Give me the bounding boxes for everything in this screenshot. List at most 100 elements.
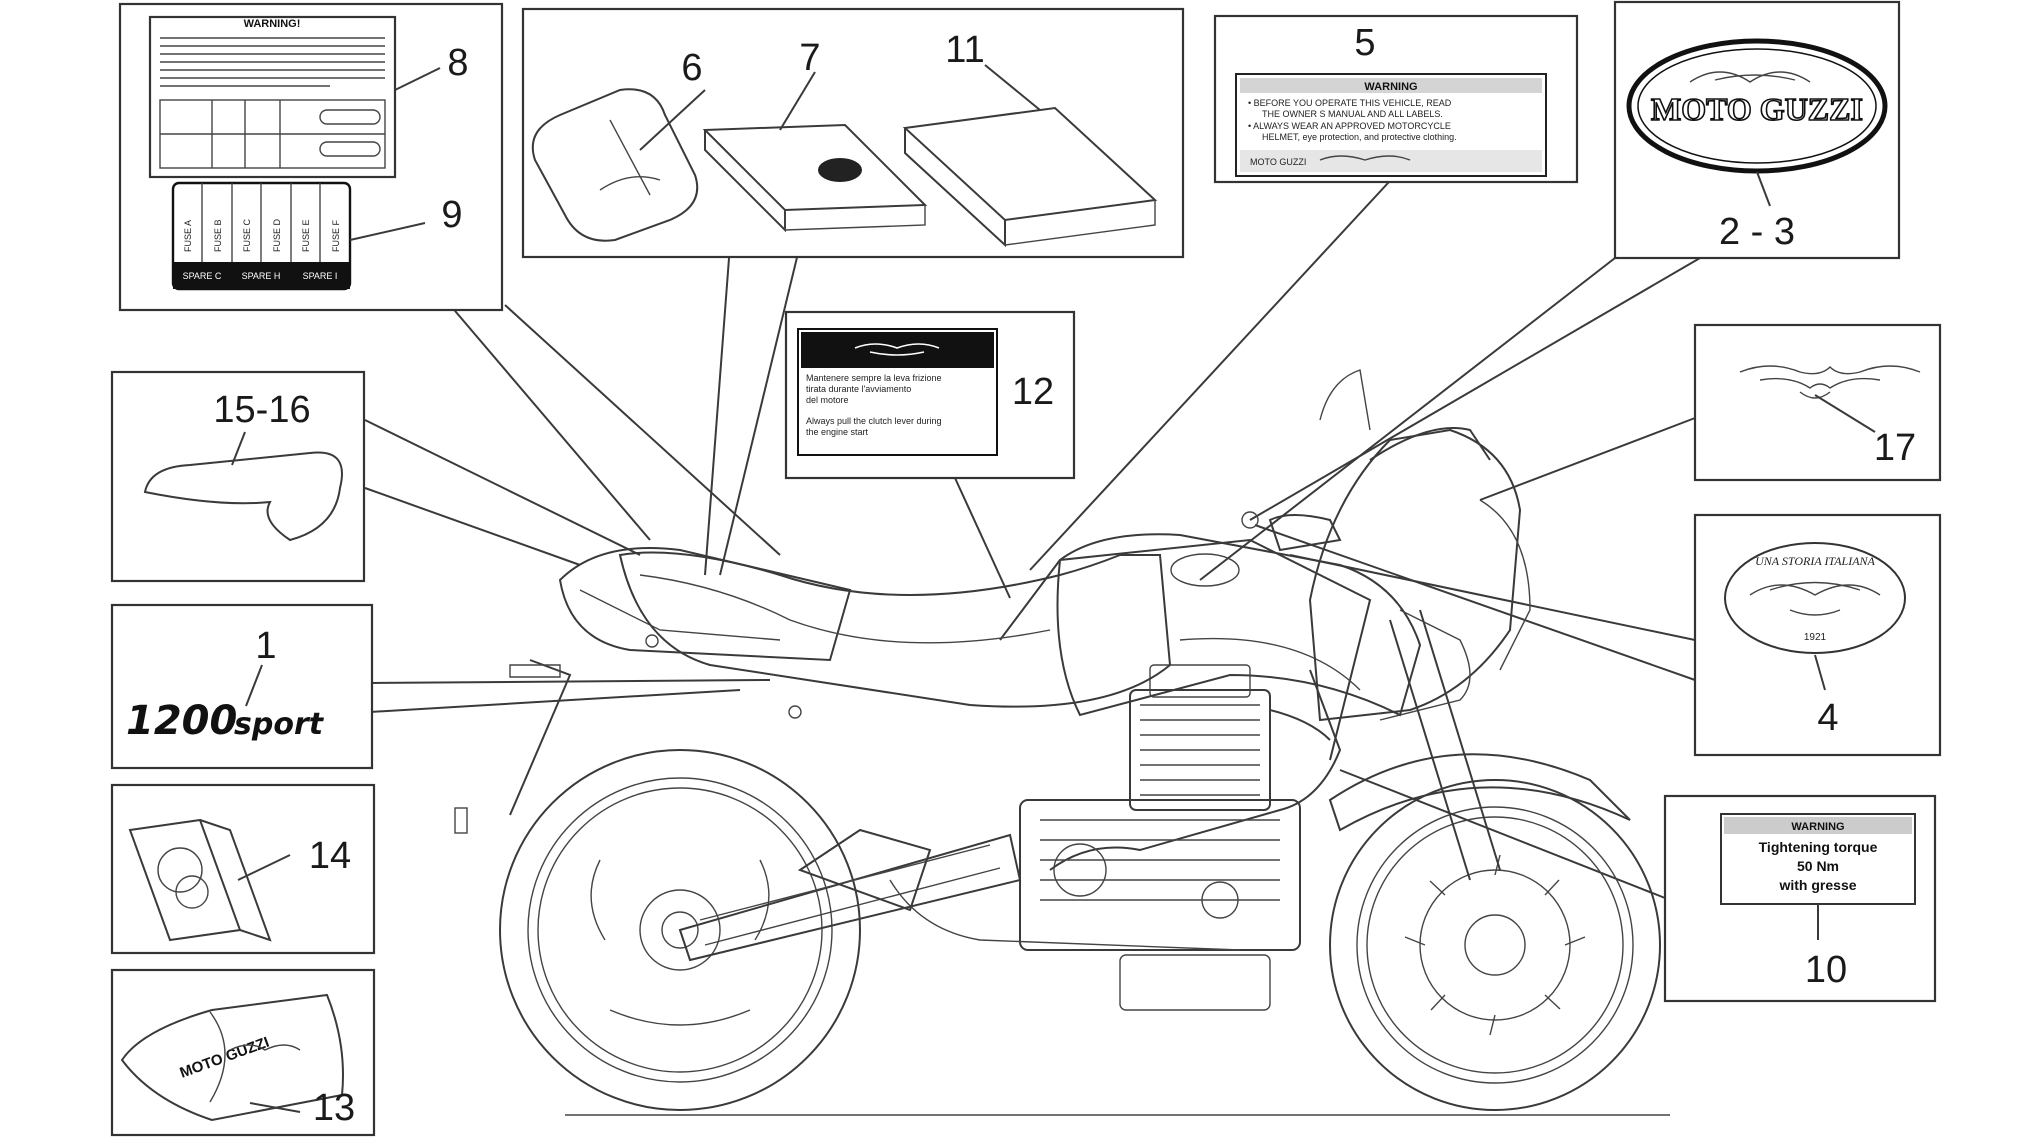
box-logo-1: 1 1200 sport bbox=[110, 603, 374, 770]
frame-tube-1 bbox=[1049, 669, 1342, 871]
fuse-f: FUSE F bbox=[331, 219, 341, 252]
rear-footpeg-bracket bbox=[797, 828, 932, 912]
leader-4b bbox=[1254, 524, 1696, 681]
leader-10 bbox=[1339, 769, 1666, 899]
emblem-4-sub: 1921 bbox=[1804, 632, 1827, 643]
label-5-head-bar bbox=[1240, 78, 1542, 93]
logo-1200-word: sport bbox=[234, 707, 325, 742]
tail-cowl bbox=[558, 547, 852, 662]
label-12-it-1: Mantenere sempre la leva frizione bbox=[806, 373, 942, 383]
fuse-d: FUSE D bbox=[272, 218, 282, 252]
leader-2-3b bbox=[1249, 257, 1701, 521]
leader-2-3a bbox=[1199, 257, 1616, 581]
box-sticker-15-16: 15-16 bbox=[110, 370, 366, 583]
callout-5: 5 bbox=[1354, 22, 1375, 64]
label-8-warning bbox=[148, 15, 397, 179]
label-10-line-2: 50 Nm bbox=[1797, 858, 1839, 874]
oval-brand-text: MOTO GUZZI bbox=[1651, 91, 1863, 127]
callout-11: 11 bbox=[945, 29, 984, 71]
swingarm bbox=[678, 833, 1022, 962]
leader-6 bbox=[704, 244, 731, 576]
callout-13: 13 bbox=[313, 1087, 355, 1129]
bag-13-shape bbox=[120, 993, 344, 1122]
leader-8 bbox=[504, 304, 781, 556]
spare-h: SPARE H bbox=[242, 271, 281, 281]
box-bag-13: MOTO GUZZI 13 bbox=[110, 968, 376, 1137]
callout-4: 4 bbox=[1817, 697, 1838, 739]
box-emblem-4: UNA STORIA ITALIANA 1921 4 bbox=[1693, 513, 1942, 757]
frame-eagle-17 bbox=[1693, 323, 1942, 482]
front-fork bbox=[1389, 609, 1501, 881]
box-eagle-17: 17 bbox=[1693, 323, 1942, 482]
front-wheel bbox=[1329, 779, 1661, 1111]
callout-17: 17 bbox=[1874, 427, 1916, 469]
fuse-spare-bar bbox=[173, 262, 350, 289]
callout-12: 12 bbox=[1012, 371, 1054, 413]
callout-6: 6 bbox=[681, 47, 702, 89]
label-10-line-1: Tightening torque bbox=[1759, 839, 1878, 855]
label-5-head: WARNING bbox=[1364, 81, 1417, 93]
callout-1: 1 bbox=[255, 625, 276, 667]
box-label-8-9: WARNING! 8 FUSE A FUSE B FUSE C FUSE D F… bbox=[118, 2, 504, 312]
frame-bag-13 bbox=[110, 968, 376, 1137]
label-5-brand: MOTO GUZZI bbox=[1250, 157, 1306, 167]
label-12-en-2: the engine start bbox=[806, 427, 869, 437]
spare-c: SPARE C bbox=[183, 271, 222, 281]
fuse-e: FUSE E bbox=[301, 219, 311, 252]
leader-5 bbox=[1029, 169, 1401, 571]
leader-1b bbox=[369, 689, 741, 713]
fuse-labels: FUSE A FUSE B FUSE C FUSE D FUSE E FUSE … bbox=[183, 218, 341, 281]
box-docs-6-7-11: 6 7 11 bbox=[521, 7, 1185, 259]
engine-block bbox=[1019, 664, 1301, 1011]
eagle-icon bbox=[1689, 71, 1811, 83]
fuel-tank bbox=[1056, 533, 1422, 717]
leader-9 bbox=[449, 304, 651, 541]
logo-1200-digits: 1200 bbox=[126, 698, 237, 744]
emblem-4-eagle-icon bbox=[1749, 581, 1881, 616]
label-5-line-2: THE OWNER S MANUAL AND ALL LABELS. bbox=[1262, 109, 1443, 119]
fuse-c: FUSE C bbox=[242, 218, 252, 252]
frame-kit-14 bbox=[110, 783, 376, 955]
box-label-12: Mantenere sempre la leva frizione tirata… bbox=[784, 310, 1076, 480]
handlebar-grip bbox=[1268, 514, 1342, 552]
bag-13-eagle-icon bbox=[229, 1044, 301, 1051]
callout-15-16: 15-16 bbox=[213, 389, 310, 431]
label-8-head: WARNING! bbox=[244, 18, 301, 30]
label-12-it-2: tirata durante l'avviamento bbox=[806, 384, 911, 394]
box-warning-10: WARNING Tightening torque 50 Nm with gre… bbox=[1663, 794, 1937, 1003]
number-plate-hanger bbox=[509, 659, 572, 816]
emblem-4-oval bbox=[1724, 542, 1906, 654]
leader-17 bbox=[1479, 417, 1696, 501]
fuse-a: FUSE A bbox=[183, 220, 193, 252]
callout-10: 10 bbox=[1805, 949, 1847, 991]
leader-15-16 bbox=[364, 419, 641, 556]
front-mudguard bbox=[1328, 753, 1631, 832]
manual-7-cover-image bbox=[818, 158, 862, 182]
rear-wheel bbox=[499, 749, 861, 1111]
seat-sticker-shape bbox=[143, 451, 343, 542]
spare-i: SPARE I bbox=[303, 271, 338, 281]
tank-badge-area bbox=[1170, 553, 1240, 587]
leader-4a bbox=[1289, 554, 1696, 641]
frame-docs bbox=[521, 7, 1185, 259]
tool-pouch-6 bbox=[531, 88, 699, 242]
callout-7: 7 bbox=[799, 37, 820, 79]
label-10-line-3: with gresse bbox=[1778, 877, 1856, 893]
box-warning-5: 5 WARNING • BEFORE YOU OPERATE THIS VEHI… bbox=[1213, 14, 1579, 184]
box-kit-14: 14 bbox=[110, 783, 376, 955]
mirror bbox=[1319, 369, 1371, 431]
label-12-head-bar bbox=[801, 332, 994, 368]
eagle-mini-icon bbox=[1319, 155, 1411, 161]
eagle-17-icon bbox=[1739, 365, 1921, 399]
motorcycle-drawing bbox=[454, 369, 1670, 1116]
label-10-head: WARNING bbox=[1791, 821, 1844, 833]
label-5-line-3: • ALWAYS WEAR AN APPROVED MOTORCYCLE bbox=[1248, 121, 1451, 131]
leader-15-16b bbox=[364, 487, 581, 566]
windscreen bbox=[1369, 427, 1491, 461]
eagle-white-icon bbox=[854, 343, 940, 356]
label-5-line-1: • BEFORE YOU OPERATE THIS VEHICLE, READ bbox=[1248, 98, 1452, 108]
callout-9: 9 bbox=[441, 194, 462, 236]
leader-12 bbox=[954, 477, 1011, 599]
